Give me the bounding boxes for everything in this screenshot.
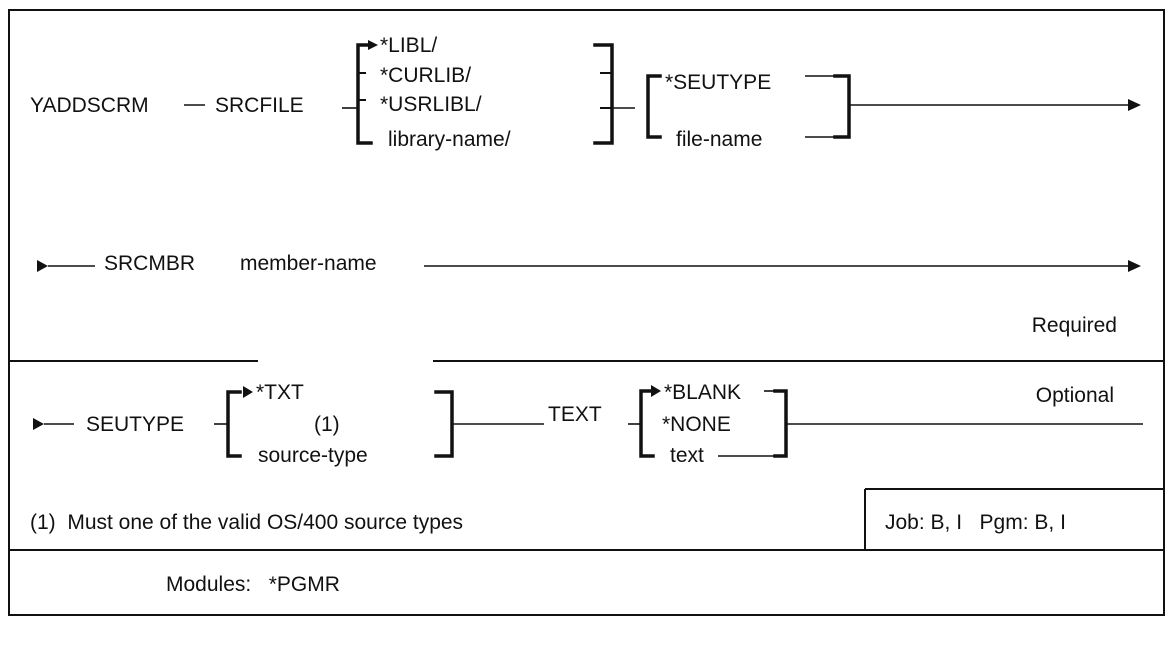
srcmbr-keyword: SRCMBR xyxy=(104,252,195,275)
text-option-text: text xyxy=(670,444,704,467)
command-name: YADDSCRM xyxy=(30,94,149,117)
entry-arrow xyxy=(33,418,44,430)
text-group-right-bracket xyxy=(773,389,788,458)
text-option-none: *NONE xyxy=(662,413,731,436)
seutype-group-right-bracket xyxy=(434,390,454,458)
seutype-keyword: SEUTYPE xyxy=(86,413,184,436)
library-group-left-bracket xyxy=(356,43,373,145)
seutype-option-source-type: source-type xyxy=(258,444,368,467)
file-option-seutype: *SEUTYPE xyxy=(665,71,771,94)
text-group-left-bracket xyxy=(639,389,655,458)
entry-arrow xyxy=(37,260,48,272)
seutype-option-txt: *TXT xyxy=(256,381,304,404)
threading-info: Job: B, I Pgm: B, I xyxy=(885,511,1066,534)
divider-gap xyxy=(258,357,433,365)
library-option-library-name: library-name/ xyxy=(388,128,511,151)
file-group-right-bracket xyxy=(833,74,851,139)
srcmbr-value: member-name xyxy=(240,252,377,275)
default-arrow xyxy=(368,40,378,50)
library-group-right-bracket xyxy=(593,43,614,145)
file-option-file-name: file-name xyxy=(676,128,762,151)
text-keyword: TEXT xyxy=(548,403,602,426)
modules-info: Modules: *PGMR xyxy=(166,573,340,596)
library-option-libl: *LIBL/ xyxy=(380,34,437,57)
default-arrow xyxy=(651,385,661,397)
library-option-curlib: *CURLIB/ xyxy=(380,64,471,87)
default-arrow xyxy=(243,386,253,398)
text-option-blank: *BLANK xyxy=(664,381,741,404)
srcfile-keyword: SRCFILE xyxy=(215,94,304,117)
footnote-text: (1) Must one of the valid OS/400 source … xyxy=(30,511,463,534)
file-group-left-bracket xyxy=(646,74,662,139)
diagram-frame xyxy=(8,9,1165,616)
seutype-group-left-bracket xyxy=(226,390,242,458)
required-label: Required xyxy=(1032,314,1117,337)
continuation-arrow xyxy=(1128,99,1141,111)
library-option-usrlibl: *USRLIBL/ xyxy=(380,93,482,116)
continuation-arrow xyxy=(1128,260,1141,272)
seutype-option-footnote-ref: (1) xyxy=(314,413,340,436)
optional-label: Optional xyxy=(1036,384,1114,407)
